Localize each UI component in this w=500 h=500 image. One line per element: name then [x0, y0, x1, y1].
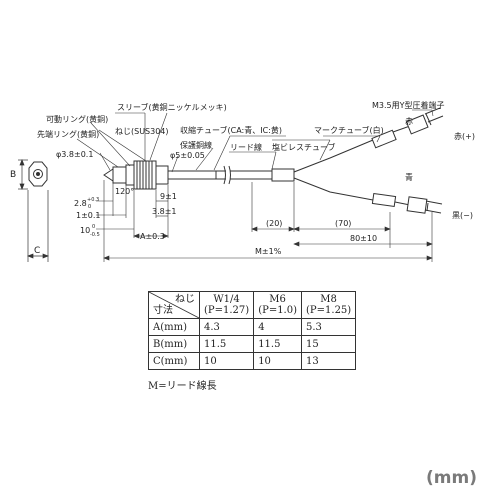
- table-cell: 10: [253, 352, 303, 370]
- table-cell: 5.3: [301, 318, 357, 336]
- col-name: M6: [269, 294, 286, 305]
- callout-pvc-tube: 塩ビレスチューブ: [272, 142, 336, 152]
- dimension-table: ねじ 寸法 W1/4 (P=1.27) M6 (P=1.0) M8 (P=1.2…: [148, 291, 357, 370]
- dim-2-8-tol-low: 0: [88, 204, 91, 210]
- dim-9: 9±1: [160, 192, 177, 201]
- header-neji: ねじ: [175, 294, 195, 305]
- dimension-b: [18, 159, 28, 190]
- col-name: M8: [320, 294, 337, 305]
- col-pitch: (P=1.25): [306, 305, 352, 316]
- row-label: B(mm): [148, 335, 200, 353]
- callout-black-wire: 黒(−): [452, 211, 473, 220]
- callout-lead-wire: リード線: [230, 142, 262, 152]
- probe-body: [103, 160, 217, 190]
- dim-2-8: 2.8: [74, 199, 87, 208]
- callout-red: 赤: [405, 117, 413, 126]
- dim-b-label: B: [10, 170, 16, 180]
- lead-cable: [216, 139, 374, 201]
- col-pitch: (P=1.27): [204, 305, 250, 316]
- dim-2-8-tol-up: +0.3: [87, 197, 99, 203]
- dim-3-8: 3.8±1: [152, 207, 177, 216]
- col-pitch: (P=1.0): [258, 305, 298, 316]
- callout-shrink-tube: 収縮チューブ(CA:青、IC:黄): [180, 125, 282, 135]
- table-row: A(mm) 4.3 4 5.3: [148, 318, 357, 336]
- table-cell: 4.3: [198, 318, 255, 336]
- blue-wire-branch: [371, 192, 443, 214]
- row-label: A(mm): [148, 318, 200, 336]
- col-name: W1/4: [213, 294, 240, 305]
- dimension-lines: [96, 152, 433, 262]
- table-cell: 11.5: [253, 335, 303, 353]
- unit-label: (mm): [426, 468, 477, 488]
- dim-20: (20): [266, 219, 282, 228]
- end-view: [28, 161, 48, 187]
- callout-screw: ねじ(SUS304): [115, 127, 169, 136]
- dim-1: 1±0.1: [76, 211, 101, 220]
- dim-phi-5: φ5±0.05: [170, 151, 205, 160]
- callout-tip-ring: 先端リング(黄銅): [37, 129, 99, 139]
- table-cell: 4: [253, 318, 303, 336]
- column-header-m6: M6 (P=1.0): [253, 291, 303, 319]
- callout-mark-tube: マークチューブ(白): [314, 125, 384, 135]
- table-cell: 11.5: [198, 335, 255, 353]
- callout-moving-ring: 可動リング(黄銅): [46, 114, 108, 124]
- dim-10-tol-up: 0: [92, 224, 95, 230]
- red-wire-branch: [371, 107, 444, 149]
- dim-10-tol-low: -0.5: [90, 232, 100, 238]
- header-corner-cell: ねじ 寸法: [148, 291, 200, 319]
- table-cell: 10: [198, 352, 255, 370]
- callout-protective-braid: 保護銅線: [180, 140, 212, 150]
- lead-length-note: M=リード線長: [148, 381, 217, 392]
- table-cell: 15: [301, 335, 357, 353]
- callout-sleeve: スリーブ(黄銅ニッケルメッキ): [117, 102, 227, 112]
- dimension-c: [27, 190, 49, 262]
- dim-c-label: C: [34, 246, 40, 256]
- table-cell: 13: [301, 352, 357, 370]
- header-sunpo: 寸法: [153, 305, 173, 316]
- table-row: C(mm) 10 10 13: [148, 352, 357, 370]
- column-header-w14: W1/4 (P=1.27): [198, 291, 255, 319]
- table-row: B(mm) 11.5 11.5 15: [148, 335, 357, 353]
- callout-leaders: [76, 109, 434, 171]
- dim-10: 10: [80, 226, 90, 235]
- dim-80: 80±10: [350, 234, 377, 243]
- dim-a: A±0.3: [140, 232, 165, 241]
- dim-m: M±1%: [255, 247, 282, 256]
- callout-blue: 青: [405, 172, 413, 182]
- diagonal-line: [149, 292, 199, 318]
- dim-70: (70): [335, 219, 351, 228]
- dim-phi-3-8: φ3.8±0.1: [56, 150, 93, 159]
- callout-terminal: M3.5用Y型圧着端子: [372, 100, 445, 110]
- row-label: C(mm): [148, 352, 200, 370]
- callout-red-wire: 赤(+): [454, 132, 475, 141]
- table-header-row: ねじ 寸法 W1/4 (P=1.27) M6 (P=1.0) M8 (P=1.2…: [148, 291, 357, 319]
- dim-angle: 120°: [115, 187, 134, 196]
- column-header-m8: M8 (P=1.25): [301, 291, 357, 319]
